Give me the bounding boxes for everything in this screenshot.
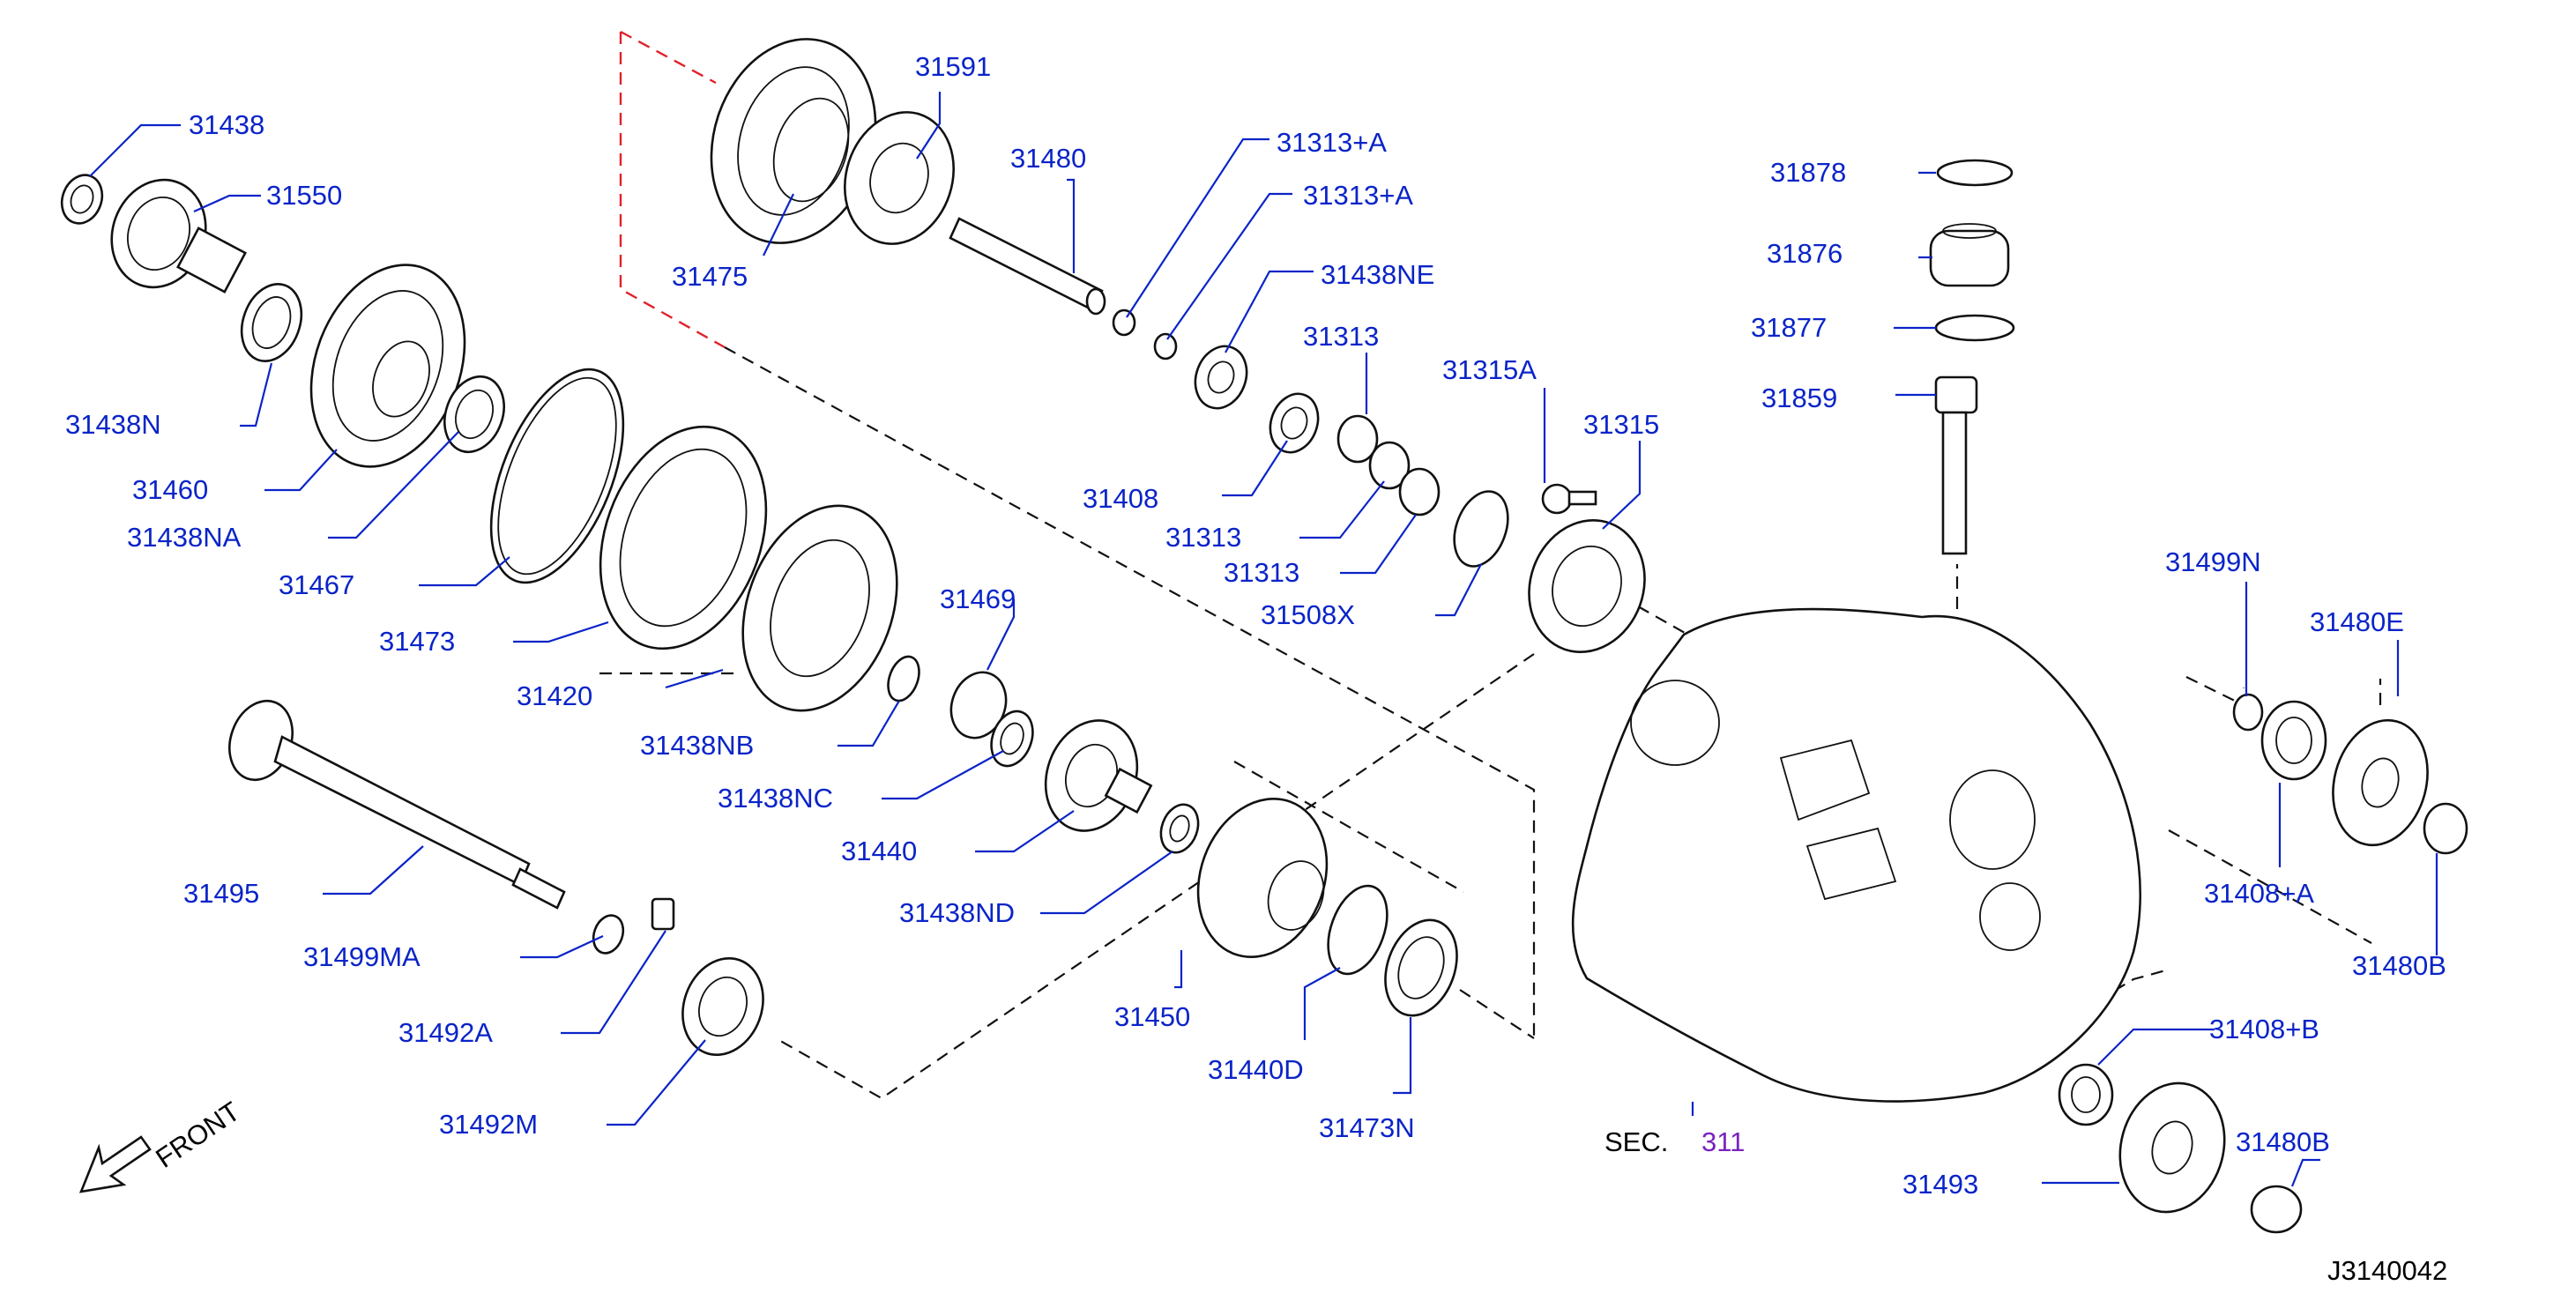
part-31480E-gear xyxy=(2332,718,2429,847)
label-31315A: 31315A xyxy=(1442,354,1537,385)
label-31499N: 31499N xyxy=(2165,546,2261,577)
part-31493-gear xyxy=(2118,1081,2226,1214)
label-31591: 31591 xyxy=(915,51,991,82)
label-31438N: 31438N xyxy=(65,409,161,440)
label-31876: 31876 xyxy=(1767,238,1843,269)
part-31438N-bearing xyxy=(240,283,303,362)
label-31313A-1: 31313+A xyxy=(1277,127,1387,158)
part-31315A-bolt xyxy=(1541,483,1597,515)
label-31408A: 31408+A xyxy=(2204,878,2314,909)
part-31408-bearing-race xyxy=(1269,392,1320,454)
label-31460: 31460 xyxy=(132,474,208,505)
part-31878-snap-ring xyxy=(1936,159,2014,187)
label-31313-mid: 31313 xyxy=(1165,522,1241,553)
label-31408: 31408 xyxy=(1083,483,1158,514)
label-31877: 31877 xyxy=(1751,312,1827,343)
part-31550-gear xyxy=(110,178,247,294)
part-31313-shims xyxy=(1336,414,1441,517)
part-31313A-shim-2 xyxy=(1153,332,1178,360)
leader-lines xyxy=(89,92,2438,1187)
part-31467-snap-ring xyxy=(489,368,625,584)
label-31492M: 31492M xyxy=(439,1109,538,1140)
part-31877-o-ring xyxy=(1934,314,2015,342)
label-31438NC: 31438NC xyxy=(718,783,833,814)
label-31438: 31438 xyxy=(189,109,264,140)
label-31473: 31473 xyxy=(379,626,455,657)
label-31438ND: 31438ND xyxy=(899,897,1015,928)
label-31315: 31315 xyxy=(1583,409,1659,440)
part-31469 xyxy=(949,671,1008,739)
label-31440: 31440 xyxy=(841,836,917,866)
label-31493: 31493 xyxy=(1902,1169,1978,1200)
label-31450: 31450 xyxy=(1114,1001,1190,1032)
transmission-case xyxy=(1571,607,2141,1103)
label-31550: 31550 xyxy=(266,180,342,211)
label-31492A: 31492A xyxy=(398,1017,493,1048)
part-31473N-bearing xyxy=(1384,918,1458,1017)
part-31508X-snap-ring xyxy=(1453,490,1509,568)
part-31859-sensor xyxy=(1934,375,1978,555)
label-31438NB: 31438NB xyxy=(640,730,754,761)
part-31460-drum xyxy=(309,264,466,468)
label-31480E: 31480E xyxy=(2310,606,2404,637)
sec-number: 311 xyxy=(1701,1126,1745,1157)
part-31408A-bearing-race xyxy=(2260,700,2327,781)
front-label: FRONT xyxy=(150,1096,245,1174)
part-31480B-nut-1 xyxy=(2423,802,2468,855)
sec-prefix: SEC. xyxy=(1604,1126,1668,1157)
part-31408B-bearing-race xyxy=(2058,1063,2114,1126)
part-31499MA-clip xyxy=(592,914,625,955)
label-31475: 31475 xyxy=(672,261,748,292)
part-31313A-shim-1 xyxy=(1112,308,1136,337)
part-31492A-bolt xyxy=(651,897,675,931)
part-31495-shaft xyxy=(228,699,566,910)
label-31469: 31469 xyxy=(940,583,1016,614)
part-31440D-snap-ring xyxy=(1327,884,1389,976)
part-31492M-bracket xyxy=(681,956,764,1057)
front-indicator: FRONT xyxy=(78,1096,245,1193)
label-31480B-2: 31480B xyxy=(2236,1126,2330,1157)
label-31499MA: 31499MA xyxy=(303,941,421,972)
label-31420: 31420 xyxy=(517,680,592,711)
label-31313-top: 31313 xyxy=(1303,321,1379,352)
label-31438NA: 31438NA xyxy=(127,522,242,553)
part-31480-shaft xyxy=(949,217,1106,316)
diagram-id: J3140042 xyxy=(2327,1255,2447,1286)
label-31878: 31878 xyxy=(1770,157,1846,188)
part-31450-gear xyxy=(1196,797,1329,959)
part-31420-gear-drum xyxy=(741,504,898,712)
label-31480: 31480 xyxy=(1010,143,1086,174)
part-31480B-nut-2 xyxy=(2250,1185,2303,1234)
part-31876-seal xyxy=(1929,223,2010,287)
part-31438ND-bearing xyxy=(1159,803,1200,854)
part-31438NA-bearing xyxy=(443,375,505,454)
label-31440D: 31440D xyxy=(1208,1054,1304,1085)
part-31440-gear xyxy=(1044,719,1153,832)
part-31438-bearing xyxy=(60,174,104,225)
part-31473-clutch-plate xyxy=(599,425,768,650)
front-arrow-icon xyxy=(78,1135,152,1193)
label-31438NE: 31438NE xyxy=(1321,259,1434,290)
part-31499N-clip xyxy=(2232,693,2264,732)
label-31473N: 31473N xyxy=(1319,1112,1415,1143)
label-31508X: 31508X xyxy=(1261,599,1355,630)
label-31495: 31495 xyxy=(183,878,259,909)
label-31467: 31467 xyxy=(279,569,354,600)
part-31315-housing xyxy=(1528,519,1646,653)
label-31313A-2: 31313+A xyxy=(1303,180,1413,211)
part-31438NE-bearing xyxy=(1194,345,1248,410)
label-31480B-1: 31480B xyxy=(2352,950,2446,981)
part-31438NB-bearing xyxy=(887,655,920,702)
label-31408B: 31408+B xyxy=(2209,1014,2319,1044)
part-labels: 31438 31550 31438N 31460 31438NA 31467 3… xyxy=(65,51,2447,1286)
label-31313-low: 31313 xyxy=(1224,557,1299,588)
label-31859: 31859 xyxy=(1761,383,1837,413)
